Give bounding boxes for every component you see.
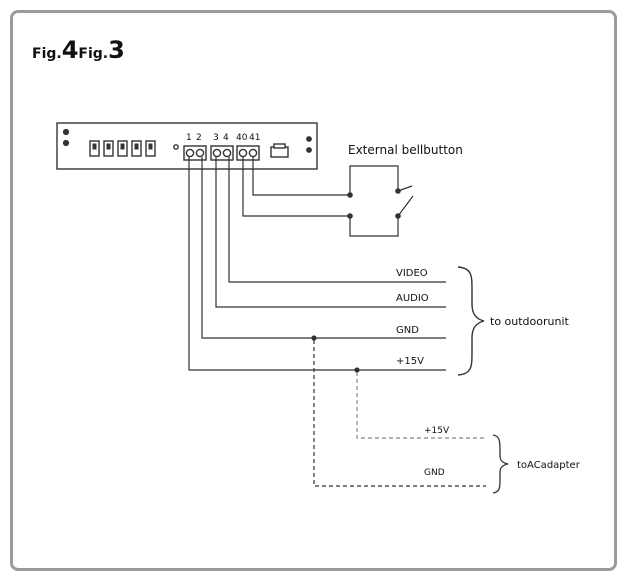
terminal-numbers: 1 2 3 4 40 41 — [186, 133, 260, 143]
figure-number-b: 3 — [108, 36, 125, 64]
indoor-unit — [56, 122, 318, 170]
to-adapter-label: toACadapter — [517, 460, 581, 471]
pin-label: 40 — [236, 133, 248, 143]
solid-wires — [188, 157, 446, 371]
adapter-v15-label: +15V — [424, 426, 450, 436]
adapter-brace-icon — [492, 434, 509, 494]
mount-hole-icon — [62, 139, 70, 147]
mount-hole-icon — [306, 147, 312, 153]
outdoor-brace-icon — [457, 266, 485, 376]
bell-button-label: External bellbutton — [348, 143, 463, 157]
gnd-wire — [201, 157, 446, 339]
terminal-block-3-4 — [210, 145, 234, 161]
bell-wire-41 — [252, 157, 350, 196]
figure-prefix-b: Fig. — [78, 46, 109, 62]
unit-body — [56, 122, 318, 170]
mount-hole-icon — [306, 136, 312, 142]
bell-wire-40 — [242, 157, 350, 217]
indicator-icon — [173, 144, 179, 150]
pin-label: 1 — [186, 133, 192, 143]
pin-label: 41 — [249, 133, 260, 143]
gnd-label: GND — [396, 325, 419, 336]
to-outdoor-label: to outdoorunit — [490, 315, 570, 328]
pin-label: 2 — [196, 133, 202, 143]
figure-title: Fig.4Fig.3 — [32, 36, 125, 64]
video-wire — [228, 157, 446, 283]
pin-label: 3 — [213, 133, 219, 143]
v15-wire — [188, 157, 446, 371]
adapter-gnd-label: GND — [424, 468, 445, 478]
connector-icon — [270, 143, 289, 158]
figure-number-a: 4 — [61, 36, 79, 64]
gnd-junction-icon — [311, 335, 317, 341]
adapter-v15-wire — [356, 372, 486, 439]
bell-button-switch-icon — [347, 165, 414, 237]
v15-label: +15V — [396, 356, 424, 367]
adapter-gnd-wire — [313, 340, 486, 487]
dip-switches — [89, 140, 156, 157]
pin-label: 4 — [223, 133, 229, 143]
adapter-wires — [313, 340, 486, 487]
terminal-block-40-41 — [236, 145, 260, 161]
audio-label: AUDIO — [396, 293, 429, 304]
terminal-block-1-2 — [183, 145, 207, 161]
audio-wire — [215, 157, 446, 308]
mount-hole-icon — [62, 128, 70, 136]
figure-prefix-a: Fig. — [32, 46, 62, 62]
v15-junction-icon — [354, 367, 360, 373]
video-label: VIDEO — [396, 268, 428, 279]
figure-frame — [10, 10, 617, 571]
